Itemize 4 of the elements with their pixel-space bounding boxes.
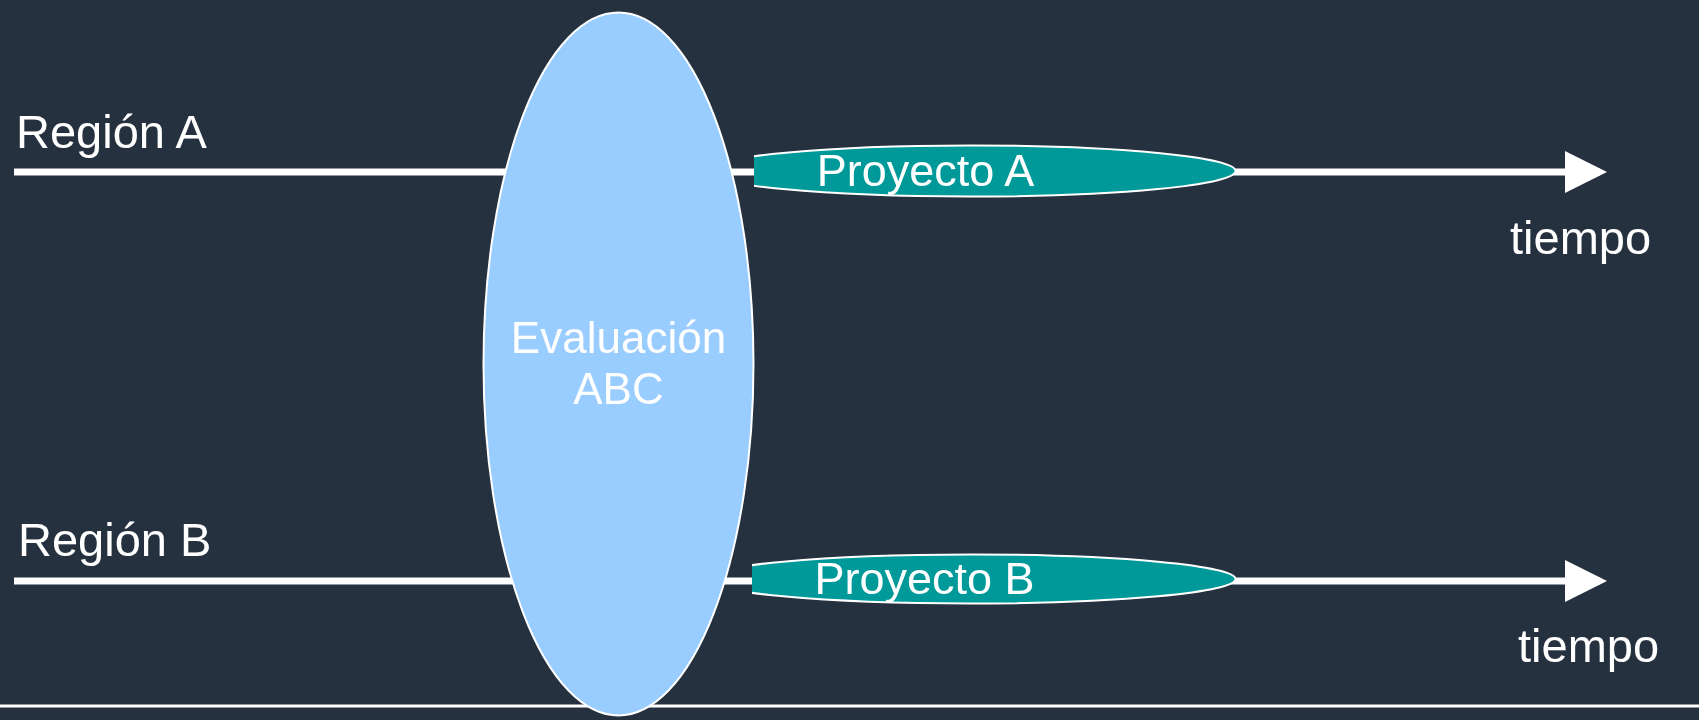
node-label: Evaluación ABC xyxy=(509,313,728,415)
evaluation-ellipse xyxy=(482,11,755,717)
node-label: Proyecto A xyxy=(815,145,1036,197)
node-label: Proyecto B xyxy=(813,553,1036,605)
